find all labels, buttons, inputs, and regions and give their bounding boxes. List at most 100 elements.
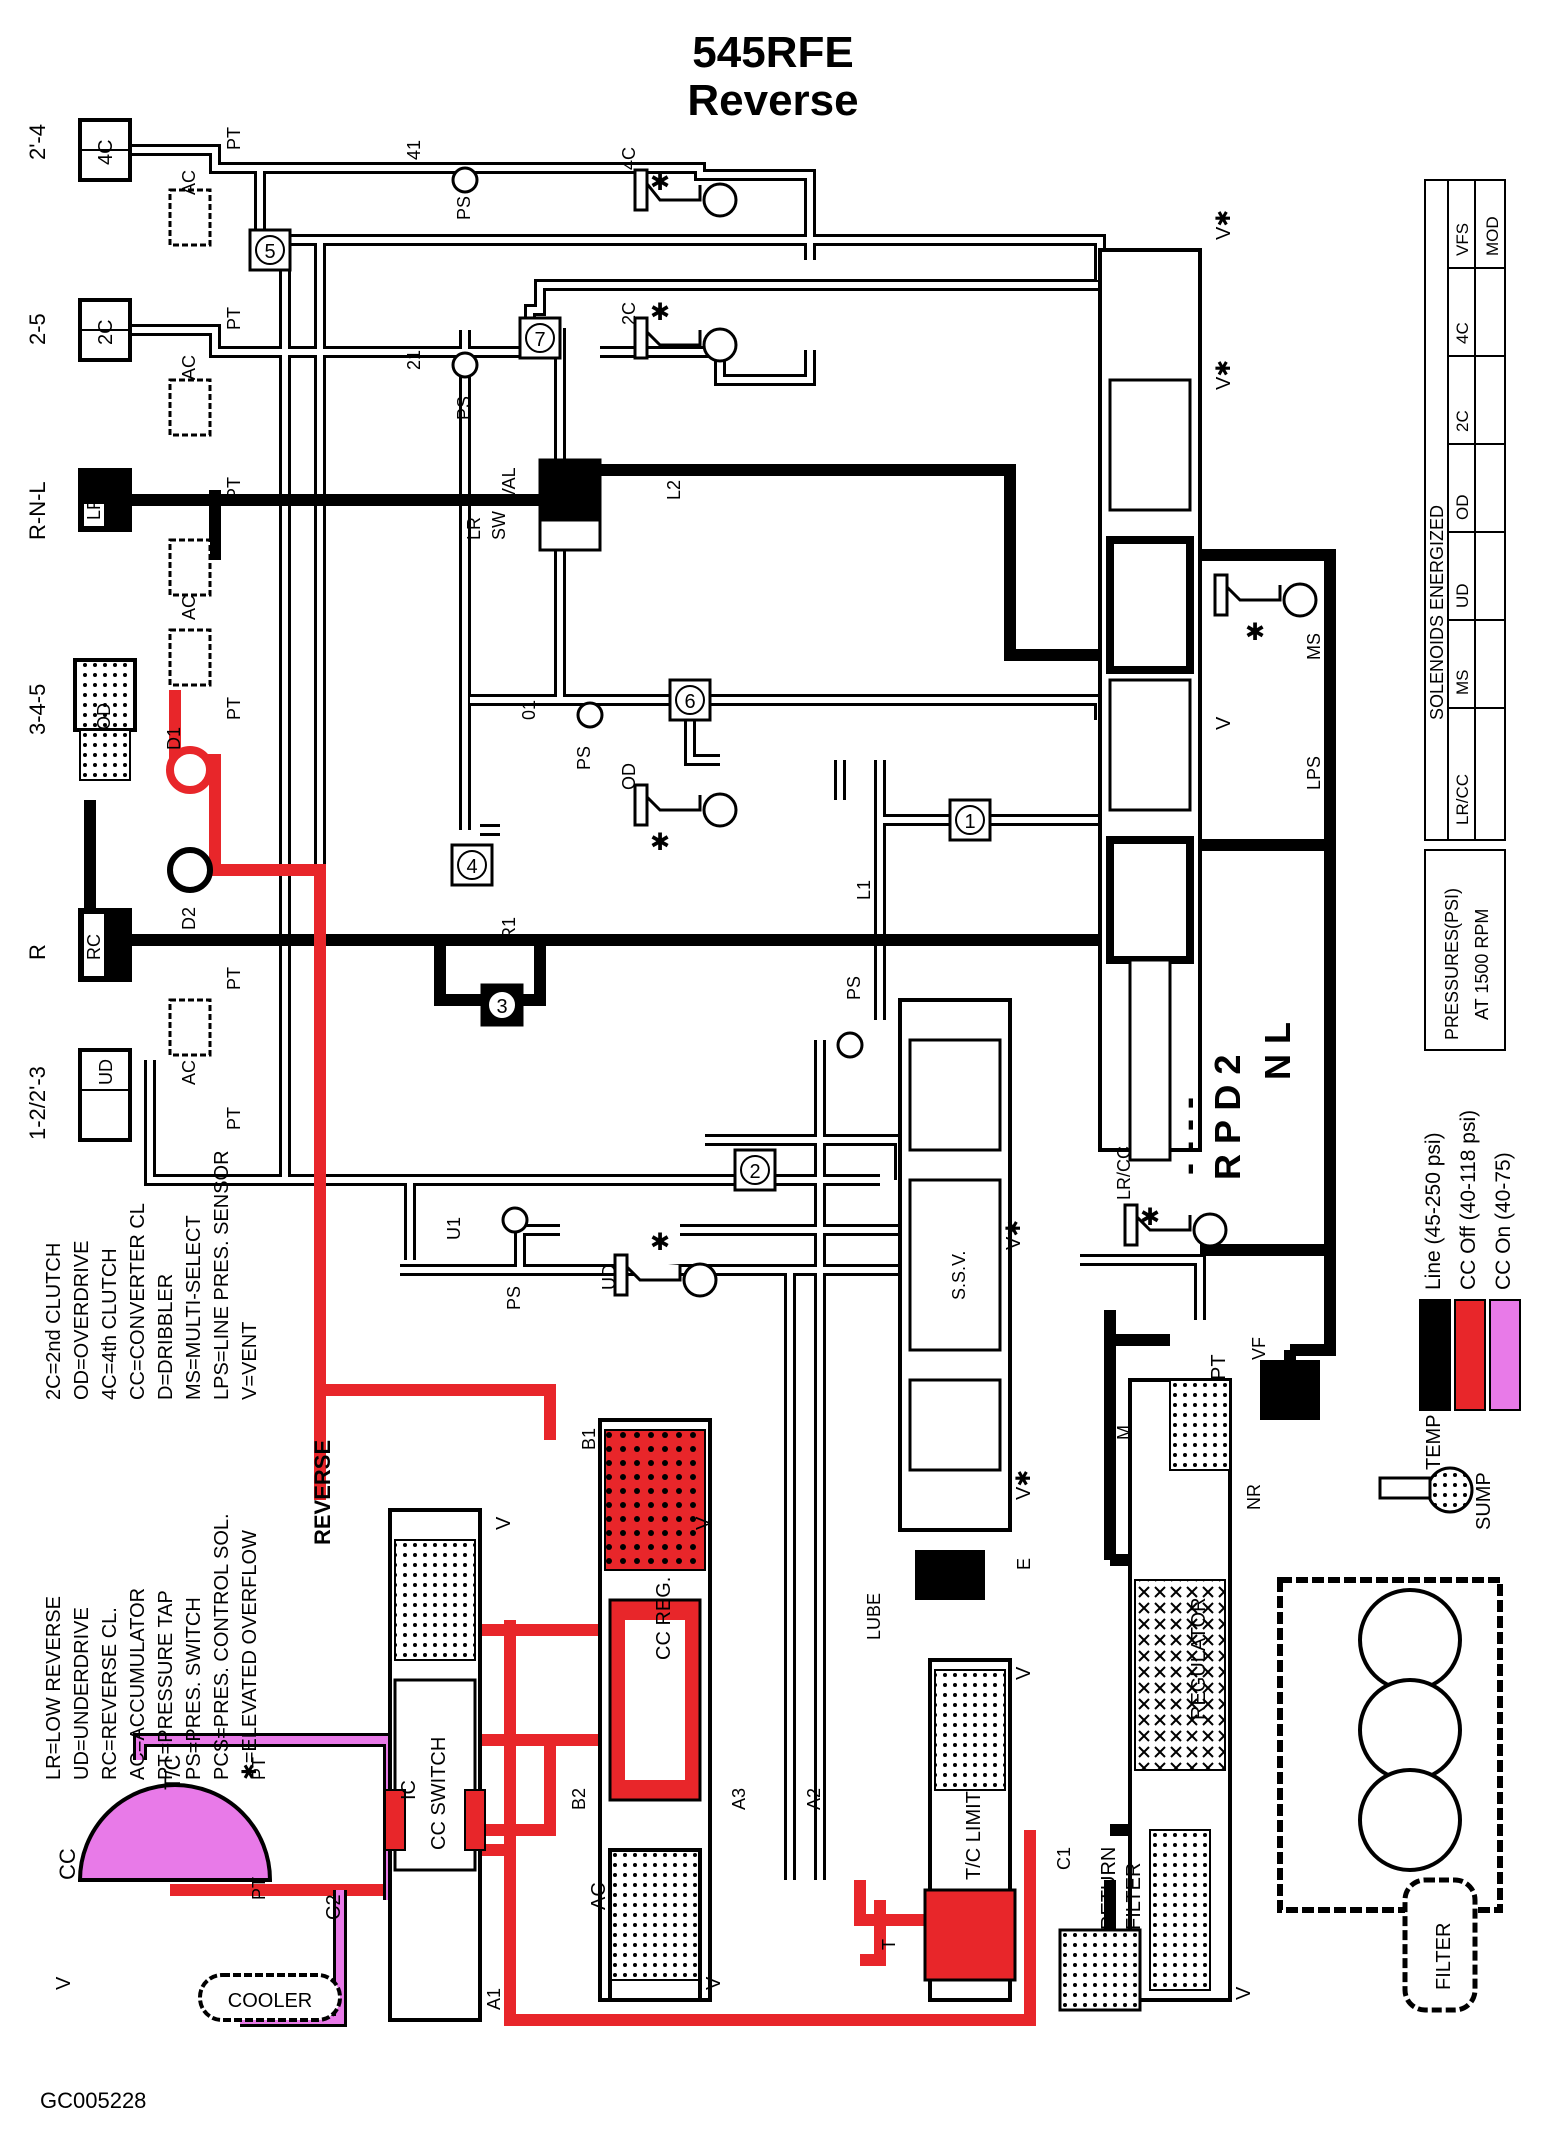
val-label: VAL xyxy=(499,467,519,500)
pressure-switches xyxy=(451,166,864,1234)
pt-label: PT xyxy=(249,1757,269,1780)
abbr-item: ✱=ELEVATED OVERFLOW xyxy=(239,1530,261,1780)
abbreviations-list: LR=LOW REVERSE UD=UNDERDRIVE RC=REVERSE … xyxy=(43,1150,261,1780)
4c-label: 4C xyxy=(619,147,639,170)
abbr-item: LPS=LINE PRES. SENSOR xyxy=(211,1150,233,1400)
cc-accumulator xyxy=(608,1848,702,2002)
manual-dashes-label: - - - - xyxy=(1167,1097,1208,1175)
abbr-item: UD=UNDERDRIVE xyxy=(71,1607,93,1780)
tc-limit-valve-body xyxy=(923,1658,1017,2002)
tc-label: T/C xyxy=(160,1754,185,1790)
2c-label: 2C xyxy=(619,302,639,325)
legend-swatch-cc-on xyxy=(1489,1299,1521,1411)
pressures-box: PRESSURES(PSI) AT 1500 RPM xyxy=(1424,849,1506,1051)
solenoid-table: SOLENOIDS ENERGIZED LR/CC MS UD OD 2C 4C… xyxy=(1424,179,1506,841)
ic-label: IC xyxy=(398,1780,420,1800)
clutch-code-label: LR xyxy=(84,497,104,520)
vent-label: V xyxy=(1213,716,1235,730)
star-label: ✱ xyxy=(650,299,670,326)
checkball-number: 4 xyxy=(466,856,477,878)
r1-label: R1 xyxy=(499,917,519,940)
manual-row2-label: N L xyxy=(1257,1022,1298,1080)
ps-label: PS xyxy=(504,1286,524,1310)
checkball-number: 5 xyxy=(264,241,275,263)
abbr-item: V=VENT xyxy=(239,1322,261,1400)
star-label: ✱ xyxy=(650,169,670,196)
abbr-item: OD=OVERDRIVE xyxy=(71,1241,93,1400)
ssv-label: S.S.V. xyxy=(949,1251,969,1300)
clutch-name-label: 1-2/2'-3 xyxy=(25,1066,50,1140)
cc-reg-label: CC REG. xyxy=(653,1577,675,1660)
solenoid-col-label: UD xyxy=(1453,583,1472,608)
regulator-valve-body xyxy=(1128,1378,1232,2002)
ssv-valve-body xyxy=(898,998,1012,1600)
return-filter-label: FILTER xyxy=(1123,1863,1145,1930)
pt-label: PT xyxy=(249,1877,269,1900)
return-filter xyxy=(1058,1928,1142,2012)
solenoid-ud xyxy=(613,1253,718,1298)
cc-label: CC xyxy=(55,1848,80,1880)
vent-label: V xyxy=(1233,1986,1255,2000)
clutch-code-label: RC xyxy=(84,934,104,960)
star-label: ✱ xyxy=(1140,1204,1160,1231)
oil-pump xyxy=(1277,1577,1503,1913)
solenoid-col-label: 2C xyxy=(1453,410,1472,432)
checkball-5: 5 xyxy=(248,228,292,272)
vent-star-label: V✱ xyxy=(1003,1220,1025,1250)
cooler xyxy=(198,1973,342,2022)
ac-label: AC xyxy=(179,170,199,195)
pt-label: PT xyxy=(224,1107,244,1130)
vent-label: V xyxy=(53,1976,75,1990)
pcs-solenoid xyxy=(1260,1360,1320,1420)
cc-reg-valve-body xyxy=(598,1418,712,2002)
solenoid-col-label: 4C xyxy=(1453,322,1472,344)
lps-label: LPS xyxy=(1304,756,1324,790)
clutch-r: R RC xyxy=(25,908,132,982)
solenoid-ms xyxy=(1213,573,1318,618)
od-label: OD xyxy=(619,763,639,790)
clutch-name-label: 3-4-5 xyxy=(25,684,50,735)
ac-label: AC xyxy=(179,355,199,380)
a2-label: A2 xyxy=(804,1788,824,1810)
abbr-item: LR=LOW REVERSE xyxy=(43,1596,65,1780)
checkball-2: 2 xyxy=(733,1148,777,1192)
checkball-6: 6 xyxy=(668,678,712,722)
clutch-2-5: 2-5 2C xyxy=(25,298,132,362)
dribbler-d2 xyxy=(167,847,213,893)
dribbler-d1 xyxy=(166,746,214,794)
l1-label: L1 xyxy=(854,880,874,900)
vent-star-label: V✱ xyxy=(1213,210,1235,240)
pt-label: PT xyxy=(224,307,244,330)
solenoid-col-label: MS xyxy=(1453,670,1472,696)
abbr-item: 2C=2nd CLUTCH xyxy=(43,1243,65,1400)
vent-star-label: V✱ xyxy=(1013,1470,1035,1500)
pcs-label: PCS xyxy=(1273,1369,1295,1410)
filter-label: FILTER xyxy=(1433,1923,1455,1990)
ud-label: UD xyxy=(599,1264,619,1290)
solenoid-switch-valve-body xyxy=(1098,248,1202,1162)
checkball-1: 1 xyxy=(948,798,992,842)
abbr-item: RC=REVERSE CL. xyxy=(99,1607,121,1780)
m-label: M xyxy=(1114,1425,1134,1440)
checkball-number: 1 xyxy=(964,811,975,833)
manual-valve-labels: R P D 2 N L - - - - xyxy=(1167,1022,1298,1180)
diagram-subtitle: Reverse xyxy=(687,76,859,125)
pt-label: PT xyxy=(1208,1354,1230,1380)
c2-label: C2 xyxy=(323,1894,345,1920)
clutch-code-label: OD xyxy=(94,703,114,730)
e-label: E xyxy=(1014,1558,1034,1570)
star-label: ✱ xyxy=(650,1229,670,1256)
lr-sw-label: SW xyxy=(489,511,509,540)
pt-label: PT xyxy=(224,477,244,500)
checkball-3: 3 xyxy=(480,983,524,1027)
ps-label: PS xyxy=(844,976,864,1000)
ps-label: PS xyxy=(574,746,594,770)
cc-switch-valve-body xyxy=(384,1508,486,2022)
pressures-line1: PRESSURES(PSI) xyxy=(1442,888,1462,1040)
solenoid-col-label: OD xyxy=(1453,495,1472,521)
a1-label: A1 xyxy=(484,1988,504,2010)
abbr-item: 4C=4th CLUTCH xyxy=(99,1248,121,1400)
clutch-code-label: 2C xyxy=(95,319,117,345)
solenoid-od xyxy=(633,783,738,828)
abbr-item: CC=CONVERTER CL xyxy=(127,1203,149,1400)
